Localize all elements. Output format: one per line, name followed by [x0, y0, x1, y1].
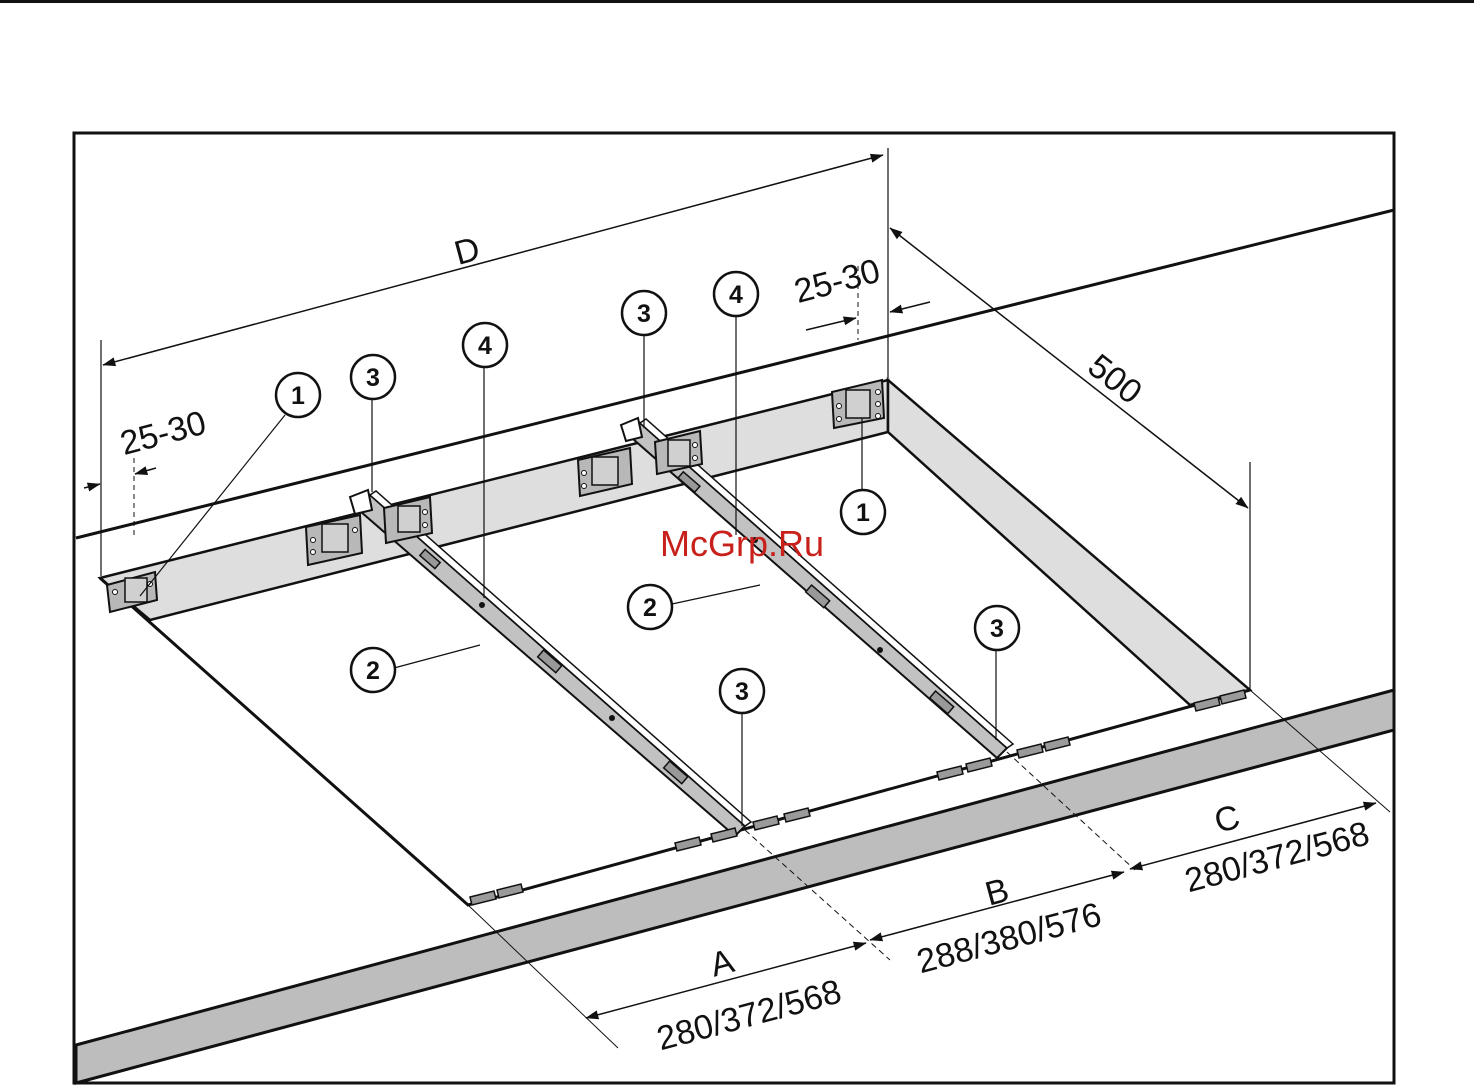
dim-c-letter: C — [1210, 798, 1244, 841]
callout-3-d: 3 — [975, 606, 1019, 650]
svg-text:4: 4 — [478, 332, 492, 360]
svg-text:3: 3 — [637, 300, 651, 328]
dim-a-letter: A — [706, 942, 738, 985]
callout-3-c: 3 — [720, 669, 764, 713]
countertop-back-edge — [76, 210, 1394, 538]
callout-3-a: 3 — [351, 355, 395, 399]
dim-d-label: D — [450, 230, 484, 273]
dim-margin-right-arrow-a — [806, 318, 856, 330]
callout-1-b: 1 — [841, 490, 885, 534]
svg-text:2: 2 — [643, 594, 657, 622]
svg-text:3: 3 — [366, 364, 380, 392]
callout-3-b: 3 — [622, 291, 666, 335]
cutout-back-wall — [100, 380, 888, 620]
dim-c-value: 280/372/568 — [1181, 815, 1373, 901]
svg-text:4: 4 — [729, 281, 743, 309]
dim-margin-left-arrow-b — [135, 468, 156, 474]
dim-depth-label: 500 — [1081, 347, 1149, 412]
svg-text:3: 3 — [735, 678, 749, 706]
callout-2-b: 2 — [628, 585, 672, 629]
dim-margin-left-label: 25-30 — [116, 404, 210, 463]
dim-margin-left-arrow-a — [84, 484, 100, 488]
svg-text:3: 3 — [990, 615, 1004, 643]
callout-4-a: 4 — [463, 323, 507, 367]
dim-b-letter: B — [981, 871, 1013, 914]
dim-a-value: 280/372/568 — [653, 973, 845, 1059]
dim-margin-right-label: 25-30 — [790, 252, 884, 311]
svg-text:1: 1 — [291, 382, 305, 410]
svg-text:1: 1 — [856, 499, 870, 527]
callout-4-b: 4 — [714, 272, 758, 316]
callout-1-a: 1 — [276, 373, 320, 417]
svg-text:2: 2 — [366, 657, 380, 685]
watermark: McGrp.Ru — [660, 523, 824, 564]
callout-2-a: 2 — [351, 648, 395, 692]
cutout-right-wall — [888, 380, 1250, 705]
dim-margin-right-arrow-b — [890, 302, 930, 312]
cutout-floor — [100, 578, 1250, 905]
